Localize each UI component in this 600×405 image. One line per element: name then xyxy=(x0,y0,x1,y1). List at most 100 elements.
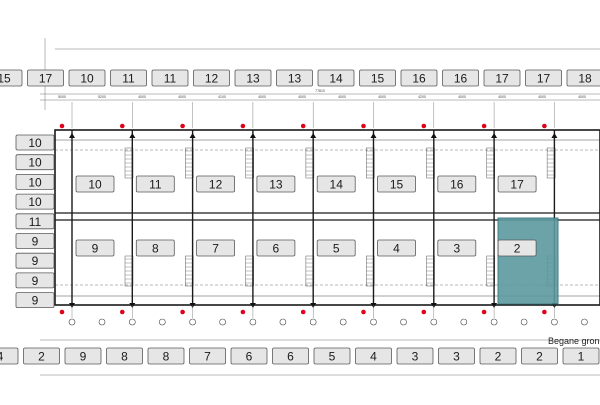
top-row-label[interactable]: 11 xyxy=(151,69,189,87)
bottom-row-label[interactable]: 9 xyxy=(64,347,102,365)
bottom-row-label[interactable]: 6 xyxy=(230,347,268,365)
bottom-row-label[interactable]: 6 xyxy=(272,347,309,365)
bottom-row-label[interactable]: 3 xyxy=(438,347,475,365)
unit-label-upper[interactable]: 11 xyxy=(135,175,175,193)
top-row-label-text: 16 xyxy=(412,72,426,86)
unit-label-upper-text: 10 xyxy=(88,178,102,192)
unit-label-lower[interactable]: 7 xyxy=(196,239,236,257)
top-row-label[interactable]: 16 xyxy=(400,69,438,87)
top-row-label[interactable]: 17 xyxy=(483,69,521,87)
unit-label-upper-box xyxy=(437,175,477,193)
bottom-row-label-text: 1 xyxy=(578,350,585,364)
dimension-label: 4000 xyxy=(298,95,306,99)
red-marker xyxy=(180,123,185,129)
unit-label-lower[interactable]: 8 xyxy=(135,239,175,257)
unit-label-lower-box xyxy=(377,239,416,257)
top-row-label[interactable]: 13 xyxy=(276,69,313,87)
bottom-row-label[interactable]: 3 xyxy=(396,347,434,365)
left-column-label[interactable]: 10 xyxy=(15,173,55,190)
left-column-label[interactable]: 9 xyxy=(15,233,55,249)
dimension-label: 4000 xyxy=(538,95,546,99)
bottom-row-label[interactable]: 4 xyxy=(355,347,392,365)
unit-label-upper-text: 12 xyxy=(209,178,223,192)
left-column-label[interactable]: 9 xyxy=(15,292,55,309)
top-row-label[interactable]: 17 xyxy=(27,69,64,87)
bottom-row-label[interactable]: 2 xyxy=(23,347,60,365)
selected-unit-highlight[interactable] xyxy=(497,217,559,305)
triangle-marker xyxy=(249,133,256,138)
top-row-label[interactable]: 17 xyxy=(525,69,562,87)
bottom-row-label[interactable]: 7 xyxy=(189,347,226,365)
top-row-label-box xyxy=(27,69,64,87)
red-marker xyxy=(542,123,547,129)
bottom-row-label[interactable]: 8 xyxy=(147,347,185,365)
unit-label-upper[interactable]: 10 xyxy=(75,175,115,193)
bottom-row-label[interactable]: 1 xyxy=(562,347,600,365)
top-row-label-text: 11 xyxy=(164,72,177,86)
triangle-marker xyxy=(129,133,136,138)
top-row-label[interactable]: 16 xyxy=(442,69,479,87)
top-row-label-box xyxy=(359,69,396,87)
unit-label-lower[interactable]: 9 xyxy=(75,239,115,257)
left-column-label[interactable]: 9 xyxy=(15,252,55,269)
grid-axis-bubble xyxy=(309,318,317,326)
unit-label-lower[interactable]: 3 xyxy=(437,239,477,257)
bottom-row-label[interactable]: 4 xyxy=(0,347,19,365)
top-row-label[interactable]: 14 xyxy=(317,69,355,87)
unit-label-upper[interactable]: 16 xyxy=(437,175,477,193)
unit-label-lower-text: 5 xyxy=(333,242,340,256)
unit-label-upper[interactable]: 17 xyxy=(497,175,537,193)
top-row-label[interactable]: 15 xyxy=(359,69,396,87)
left-column-label[interactable]: 9 xyxy=(15,272,55,289)
top-row-label[interactable]: 13 xyxy=(234,69,272,87)
top-row-label-box xyxy=(193,69,230,87)
dimension-label: 4000 xyxy=(498,95,506,99)
left-column-label[interactable]: 10 xyxy=(15,193,55,210)
grid-axis-bubble xyxy=(219,318,226,326)
grid-axis-bubble xyxy=(68,318,76,326)
unit-label-lower[interactable]: 2 xyxy=(497,239,537,257)
unit-label-lower[interactable]: 4 xyxy=(377,239,416,257)
top-row-label[interactable]: 11 xyxy=(110,69,147,87)
left-column-label[interactable]: 10 xyxy=(15,154,55,171)
unit-label-upper[interactable]: 14 xyxy=(316,175,356,193)
triangle-marker xyxy=(310,133,317,138)
left-column-label[interactable]: 10 xyxy=(15,134,55,151)
red-marker xyxy=(300,309,306,315)
dimension-label: 4000 xyxy=(578,95,586,99)
bottom-row-label[interactable]: 8 xyxy=(106,347,143,365)
grid-axis-bubble xyxy=(490,318,498,326)
unit-label-upper[interactable]: 15 xyxy=(377,175,416,193)
bottom-row-label[interactable]: 2 xyxy=(479,347,517,365)
red-marker xyxy=(481,309,487,315)
left-column-label-box xyxy=(15,154,55,171)
unit-label-lower[interactable]: 5 xyxy=(316,239,356,257)
unit-label-lower-text: 8 xyxy=(152,242,159,256)
dimension-label: 4000 xyxy=(178,95,186,99)
left-column-label[interactable]: 11 xyxy=(15,213,55,230)
bottom-row-label-box xyxy=(23,347,60,365)
top-row-label[interactable]: 12 xyxy=(193,69,230,87)
bottom-row-label-text: 2 xyxy=(38,350,45,364)
unit-label-lower-text: 9 xyxy=(92,242,99,256)
bottom-row-label-text: 3 xyxy=(412,350,419,364)
bottom-row-label-text: 3 xyxy=(453,350,460,364)
left-column-label-text: 10 xyxy=(28,136,42,150)
dimension-label: 5000 xyxy=(58,95,66,99)
top-row-label[interactable]: 15 xyxy=(0,69,23,87)
grid-axes xyxy=(68,102,588,326)
bottom-row-label-box xyxy=(189,347,226,365)
top-row-label-text: 17 xyxy=(495,72,509,86)
unit-label-upper[interactable]: 13 xyxy=(256,175,296,193)
left-column-label-box xyxy=(15,252,55,269)
top-dimension-lines xyxy=(40,38,600,110)
triangle-marker xyxy=(189,133,196,138)
bottom-row-label-box xyxy=(147,347,185,365)
top-row-label-box xyxy=(566,69,600,87)
unit-label-upper[interactable]: 12 xyxy=(196,175,236,193)
bottom-row-label[interactable]: 5 xyxy=(313,347,351,365)
unit-label-lower[interactable]: 6 xyxy=(256,239,296,257)
top-row-label[interactable]: 10 xyxy=(68,69,106,87)
top-row-label[interactable]: 18 xyxy=(566,69,600,87)
bottom-row-label[interactable]: 2 xyxy=(521,347,558,365)
